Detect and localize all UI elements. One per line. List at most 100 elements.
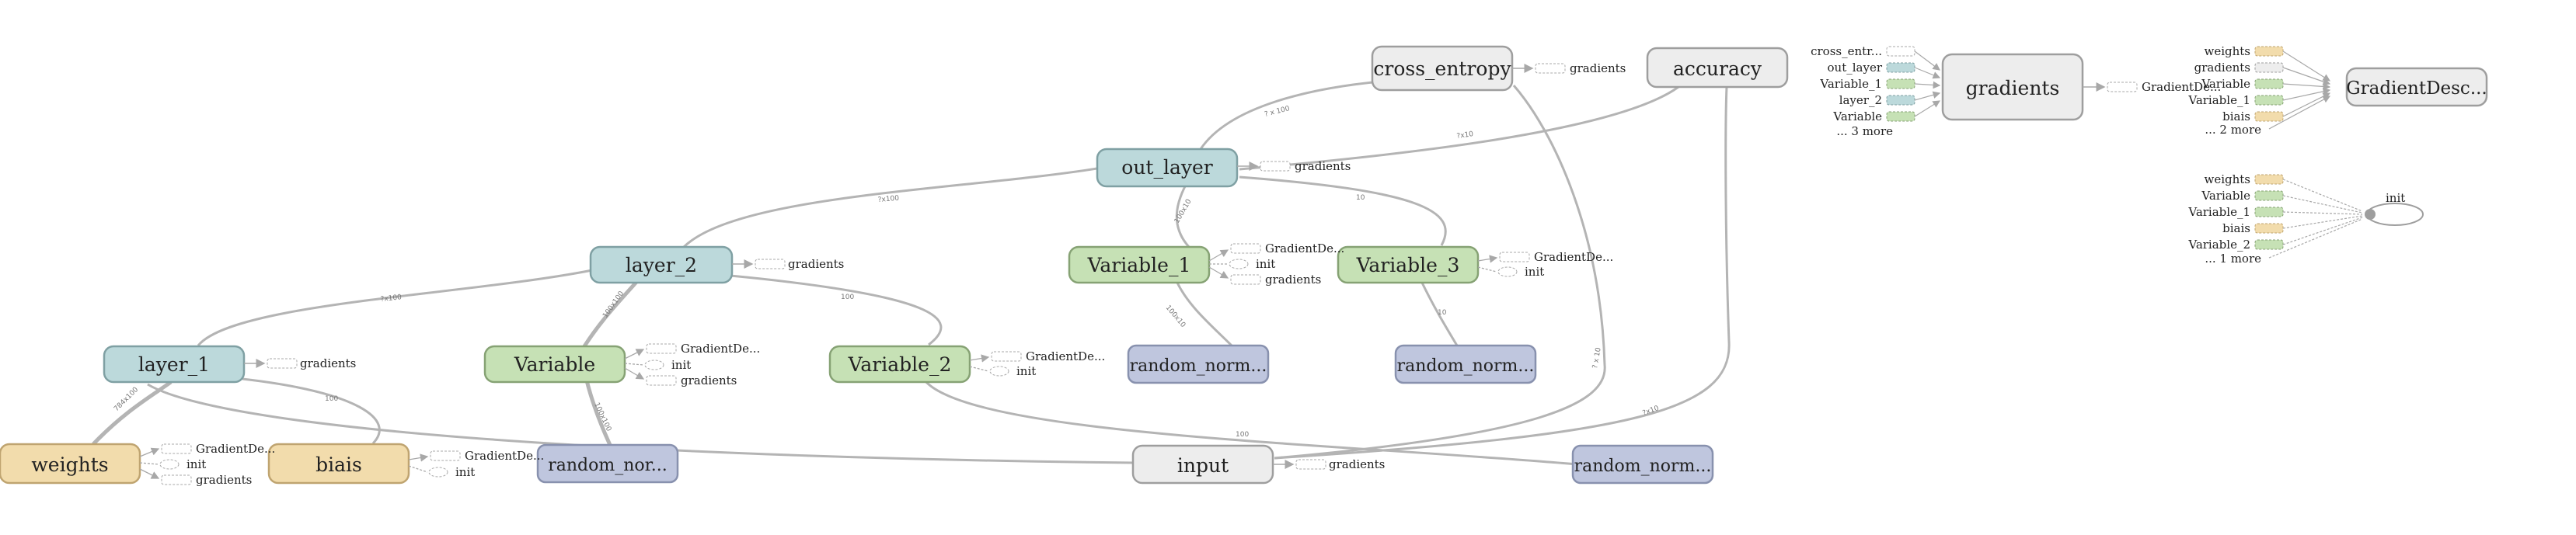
- node-label: Variable: [514, 353, 595, 376]
- svg-text:init: init: [1525, 265, 1544, 279]
- svg-text:Variable_1: Variable_1: [2187, 205, 2250, 219]
- edge-v1-out: [1175, 186, 1190, 248]
- node-label: init: [2386, 191, 2405, 205]
- aux-variable-1: GradientDe... init gradients: [1208, 241, 1344, 287]
- edge-label: 100: [841, 294, 854, 301]
- node-label: out_layer: [1121, 156, 1213, 179]
- node-label: Variable_2: [848, 353, 952, 376]
- node-random-norm-a[interactable]: random_norm...: [1127, 344, 1270, 384]
- node-label: Variable_3: [1356, 254, 1460, 276]
- svg-text:GradientDe...: GradientDe...: [465, 449, 544, 463]
- edge-label: ? x 100: [1264, 105, 1291, 119]
- aux-out-layer: gradients: [1237, 159, 1351, 173]
- aux-label: gradients: [300, 356, 356, 370]
- aux-variable-3: GradientDe... init: [1477, 250, 1613, 279]
- edge-l1-l2: [197, 269, 593, 346]
- aux-label: gradients: [1570, 61, 1626, 75]
- edge-input-cross: [1274, 85, 1606, 460]
- svg-text:GradientDe...: GradientDe...: [196, 442, 275, 456]
- node-random-norm-d[interactable]: random_norm...: [1571, 444, 1714, 485]
- node-label: Variable_1: [1087, 254, 1191, 276]
- svg-text:Variable_1: Variable_1: [1819, 77, 1882, 91]
- svg-text:... 3 more: ... 3 more: [1836, 124, 1893, 138]
- node-label: input: [1177, 454, 1229, 477]
- svg-text:weights: weights: [2204, 44, 2250, 58]
- edge-label: ?x100: [380, 294, 402, 304]
- init-input-list: weights Variable Variable_1 biais Variab…: [2187, 172, 2284, 266]
- edge-v-l2: [582, 280, 639, 348]
- node-variable[interactable]: Variable: [483, 345, 626, 384]
- edge-v2-l2: [730, 274, 943, 346]
- aux-input: gradients: [1273, 457, 1385, 471]
- node-label: layer_2: [626, 254, 697, 276]
- node-cross-entropy[interactable]: cross_entropy: [1371, 45, 1514, 92]
- svg-text:weights: weights: [2204, 172, 2250, 186]
- svg-text:gradients: gradients: [2194, 61, 2250, 75]
- edge-out-accuracy: [1239, 85, 1679, 171]
- edge-w-l1: [92, 380, 173, 446]
- edge-label: 100: [325, 395, 338, 403]
- aux-label: gradients: [1295, 159, 1351, 173]
- node-init[interactable]: init: [2365, 191, 2424, 226]
- edge-label: 100x10: [1164, 304, 1187, 330]
- aux-label: gradients: [1329, 457, 1385, 471]
- aux-variable-2: GradientDe... init: [969, 349, 1105, 378]
- node-variable-1[interactable]: Variable_1: [1068, 245, 1211, 284]
- svg-text:Variable: Variable: [2201, 189, 2250, 203]
- svg-text:... 1 more: ... 1 more: [2205, 252, 2261, 266]
- node-layer-2[interactable]: layer_2: [589, 245, 734, 284]
- svg-text:layer_2: layer_2: [1839, 93, 1882, 107]
- gradients-input-list: cross_entr... out_layer Variable_1 layer…: [1811, 44, 1915, 138]
- svg-text:out_layer: out_layer: [1828, 61, 1883, 75]
- node-random-norm-b[interactable]: random_norm...: [1394, 344, 1537, 384]
- edge-input-accuracy: [1274, 86, 1731, 460]
- node-gradient-desc[interactable]: GradientDesc...: [2345, 67, 2488, 107]
- node-label: random_norm...: [1130, 356, 1267, 376]
- gradient-descent-panel: weights gradients Variable Variable_1 bi…: [2187, 44, 2488, 137]
- node-accuracy[interactable]: accuracy: [1646, 47, 1789, 89]
- edge-label: 100x100: [601, 290, 626, 319]
- svg-text:biais: biais: [2222, 109, 2250, 123]
- node-label: random_norm...: [1574, 457, 1712, 476]
- node-biais[interactable]: biais: [267, 443, 410, 485]
- edge-l2-out: [682, 166, 1103, 248]
- node-gradients[interactable]: gradients: [1941, 53, 2084, 121]
- node-variable-3[interactable]: Variable_3: [1337, 245, 1480, 284]
- edge-rn-v: [584, 380, 612, 446]
- svg-text:GradientDe...: GradientDe...: [1026, 349, 1105, 363]
- aux-weights: GradientDe... init gradients: [139, 442, 275, 487]
- edge-label: ?x100: [877, 195, 899, 204]
- svg-text:init: init: [1016, 364, 1036, 378]
- gradients-panel: cross_entr... out_layer Variable_1 layer…: [1811, 44, 2221, 138]
- edge-label: 784x100: [113, 386, 140, 413]
- node-label: random_norm...: [1397, 356, 1535, 376]
- node-weights[interactable]: weights: [0, 443, 141, 485]
- node-variable-2[interactable]: Variable_2: [828, 345, 971, 384]
- node-input[interactable]: input: [1131, 444, 1274, 485]
- edge-out-cross: [1199, 78, 1411, 150]
- svg-text:GradientDe...: GradientDe...: [1265, 241, 1344, 255]
- svg-text:cross_entr...: cross_entr...: [1811, 44, 1882, 58]
- svg-text:init: init: [186, 457, 206, 471]
- aux-biais: GradientDe... init: [408, 449, 544, 479]
- edge-label: ? x 10: [1591, 347, 1603, 370]
- svg-text:biais: biais: [2222, 221, 2250, 235]
- edges: [92, 78, 1731, 466]
- node-label: gradients: [1966, 77, 2060, 99]
- aux-layer-1: gradients: [244, 356, 356, 370]
- node-label: cross_entropy: [1373, 57, 1511, 80]
- node-layer-1[interactable]: layer_1: [103, 345, 246, 384]
- aux-label: gradients: [788, 257, 844, 271]
- edge-v3-out: [1239, 175, 1447, 246]
- svg-text:Variable_1: Variable_1: [2187, 93, 2250, 107]
- node-random-nor-c[interactable]: random_nor...: [536, 443, 679, 484]
- node-label: biais: [315, 453, 362, 476]
- node-out-layer[interactable]: out_layer: [1096, 148, 1239, 188]
- edge-label: ?x10: [1456, 130, 1474, 141]
- svg-text:init: init: [1256, 257, 1275, 271]
- aux-variable: GradientDe... init gradients: [624, 342, 760, 387]
- node-label: GradientDesc...: [2346, 78, 2487, 99]
- svg-text:Variable_2: Variable_2: [2187, 238, 2250, 252]
- edge-label: 100: [1236, 431, 1249, 439]
